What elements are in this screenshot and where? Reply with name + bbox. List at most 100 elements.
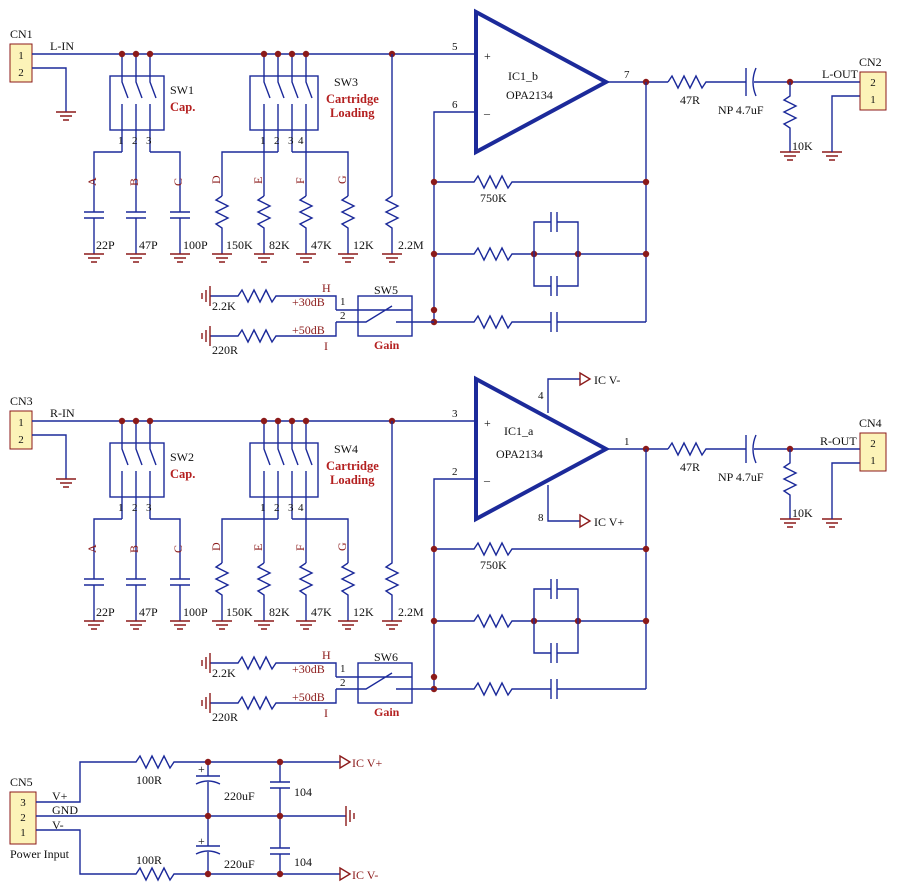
ground-icon (84, 620, 190, 630)
sw6-ref: SW6 (374, 650, 398, 664)
branch-a-letter: A (85, 544, 99, 553)
pol-top: + (198, 762, 205, 776)
sw4-ref: SW4 (334, 442, 358, 456)
vpos-label: IC V+ (594, 515, 624, 529)
sw5-body (357, 295, 413, 337)
cap-b-value: 47P (139, 238, 158, 252)
cap-c-value: 100P (183, 238, 208, 252)
res-10k-value: 10K (792, 506, 813, 520)
cap-c-value: 100P (183, 605, 208, 619)
sw3-branch-wires (221, 151, 349, 196)
i-res: 220R (212, 343, 238, 357)
np-cap (745, 67, 757, 97)
sw4-pin1: 1 (260, 502, 266, 514)
opamp-ic1a (474, 375, 611, 523)
i-label: I (324, 339, 328, 353)
ground-icon (84, 253, 190, 263)
ground-icon (212, 253, 402, 263)
res-f (298, 195, 314, 254)
opamp-plus: + (484, 49, 491, 63)
res-2m2 (384, 54, 400, 254)
pin-plus: 5 (452, 41, 458, 53)
branch-c-letter: C (171, 545, 185, 553)
sw2-pin3: 3 (146, 502, 152, 514)
sw3-pin4: 4 (298, 135, 304, 147)
sw1-body (109, 75, 165, 131)
cap-a-value: 22P (96, 238, 115, 252)
np-cap-value: NP 4.7uF (718, 470, 764, 484)
pin-out: 7 (624, 69, 630, 81)
cn1-connector (9, 43, 33, 83)
out-pos-label: IC V+ (352, 756, 382, 770)
res-2m2-value: 2.2M (398, 605, 424, 619)
res-i (210, 322, 337, 344)
cap-b-value: 47P (139, 605, 158, 619)
ground-icon (201, 653, 211, 713)
cap-104-top (270, 762, 290, 816)
res-g (340, 562, 356, 621)
cn3-connector (9, 410, 33, 450)
cn1-pin1: 1 (18, 50, 24, 62)
h-res: 2.2K (212, 666, 236, 680)
h-label: H (322, 648, 331, 662)
vneg-pin-wire (547, 378, 580, 413)
sw2-branch-wires (93, 518, 181, 579)
sw3-pin3: 3 (288, 135, 294, 147)
sw3-ref: SW3 (334, 75, 358, 89)
cn5-pin3: 3 (20, 797, 26, 809)
sw6-pin2: 2 (340, 677, 346, 689)
sw5-pin2: 2 (340, 310, 346, 322)
cn2-pin2: 2 (870, 77, 876, 89)
sw5-pin1: 1 (340, 296, 346, 308)
left-channel: CN1 1 2 L-IN SW1 Cap. 1 2 3 A B C 22P 47… (9, 8, 887, 357)
cn1-pin2: 2 (18, 67, 24, 79)
sw4-title1: Cartridge (326, 459, 379, 473)
sw4-pin4: 4 (298, 502, 304, 514)
sw1-pin3: 3 (146, 135, 152, 147)
vneg-rail (36, 829, 340, 882)
sw4-title2: Loading (330, 473, 375, 487)
opamp-minus: – (483, 473, 491, 487)
cn2-ref: CN2 (859, 55, 882, 69)
net-vneg: V- (52, 818, 64, 832)
opamp-ic1b (474, 8, 611, 156)
cn3-pin1: 1 (18, 417, 24, 429)
res-47r-value: 47R (680, 93, 700, 107)
res-g-value: 12K (353, 605, 374, 619)
res-d (214, 562, 230, 621)
sw4-branch-wires (221, 518, 349, 563)
sw6-title: Gain (374, 705, 400, 719)
cap-a-value: 22P (96, 605, 115, 619)
ground-icon (345, 806, 355, 826)
res-d (214, 195, 230, 254)
branch-b-letter: B (127, 178, 141, 186)
branch-g-letter: G (335, 175, 349, 184)
res-2m2-value: 2.2M (398, 238, 424, 252)
branch-b-letter: B (127, 545, 141, 553)
pin-out: 1 (624, 436, 630, 448)
cn5-ref: CN5 (10, 775, 33, 789)
res-h (210, 655, 337, 677)
branch-e-letter: E (251, 544, 265, 551)
res-750k (434, 174, 646, 190)
cap-220uf-bottom (195, 816, 221, 874)
sw6-body (357, 662, 413, 704)
out-gnd-wire (831, 95, 860, 152)
sw4-contacts (263, 421, 313, 519)
l-in-label: L-IN (50, 39, 74, 53)
cap-bottom-value: 220uF (224, 857, 255, 871)
sw2-pin1: 1 (118, 502, 124, 514)
res-e-value: 82K (269, 238, 290, 252)
i-gain: +50dB (292, 323, 325, 337)
res-2m2 (384, 421, 400, 621)
inv-wire (433, 478, 476, 689)
net-vpos: V+ (52, 789, 68, 803)
vpos-arrow-icon (579, 513, 592, 529)
ground-icon (212, 620, 402, 630)
res-e (256, 195, 272, 254)
cn3-ref: CN3 (10, 394, 33, 408)
r-out-label: R-OUT (820, 434, 857, 448)
h-gain: +30dB (292, 295, 325, 309)
opamp-ref: IC1_b (508, 69, 538, 83)
